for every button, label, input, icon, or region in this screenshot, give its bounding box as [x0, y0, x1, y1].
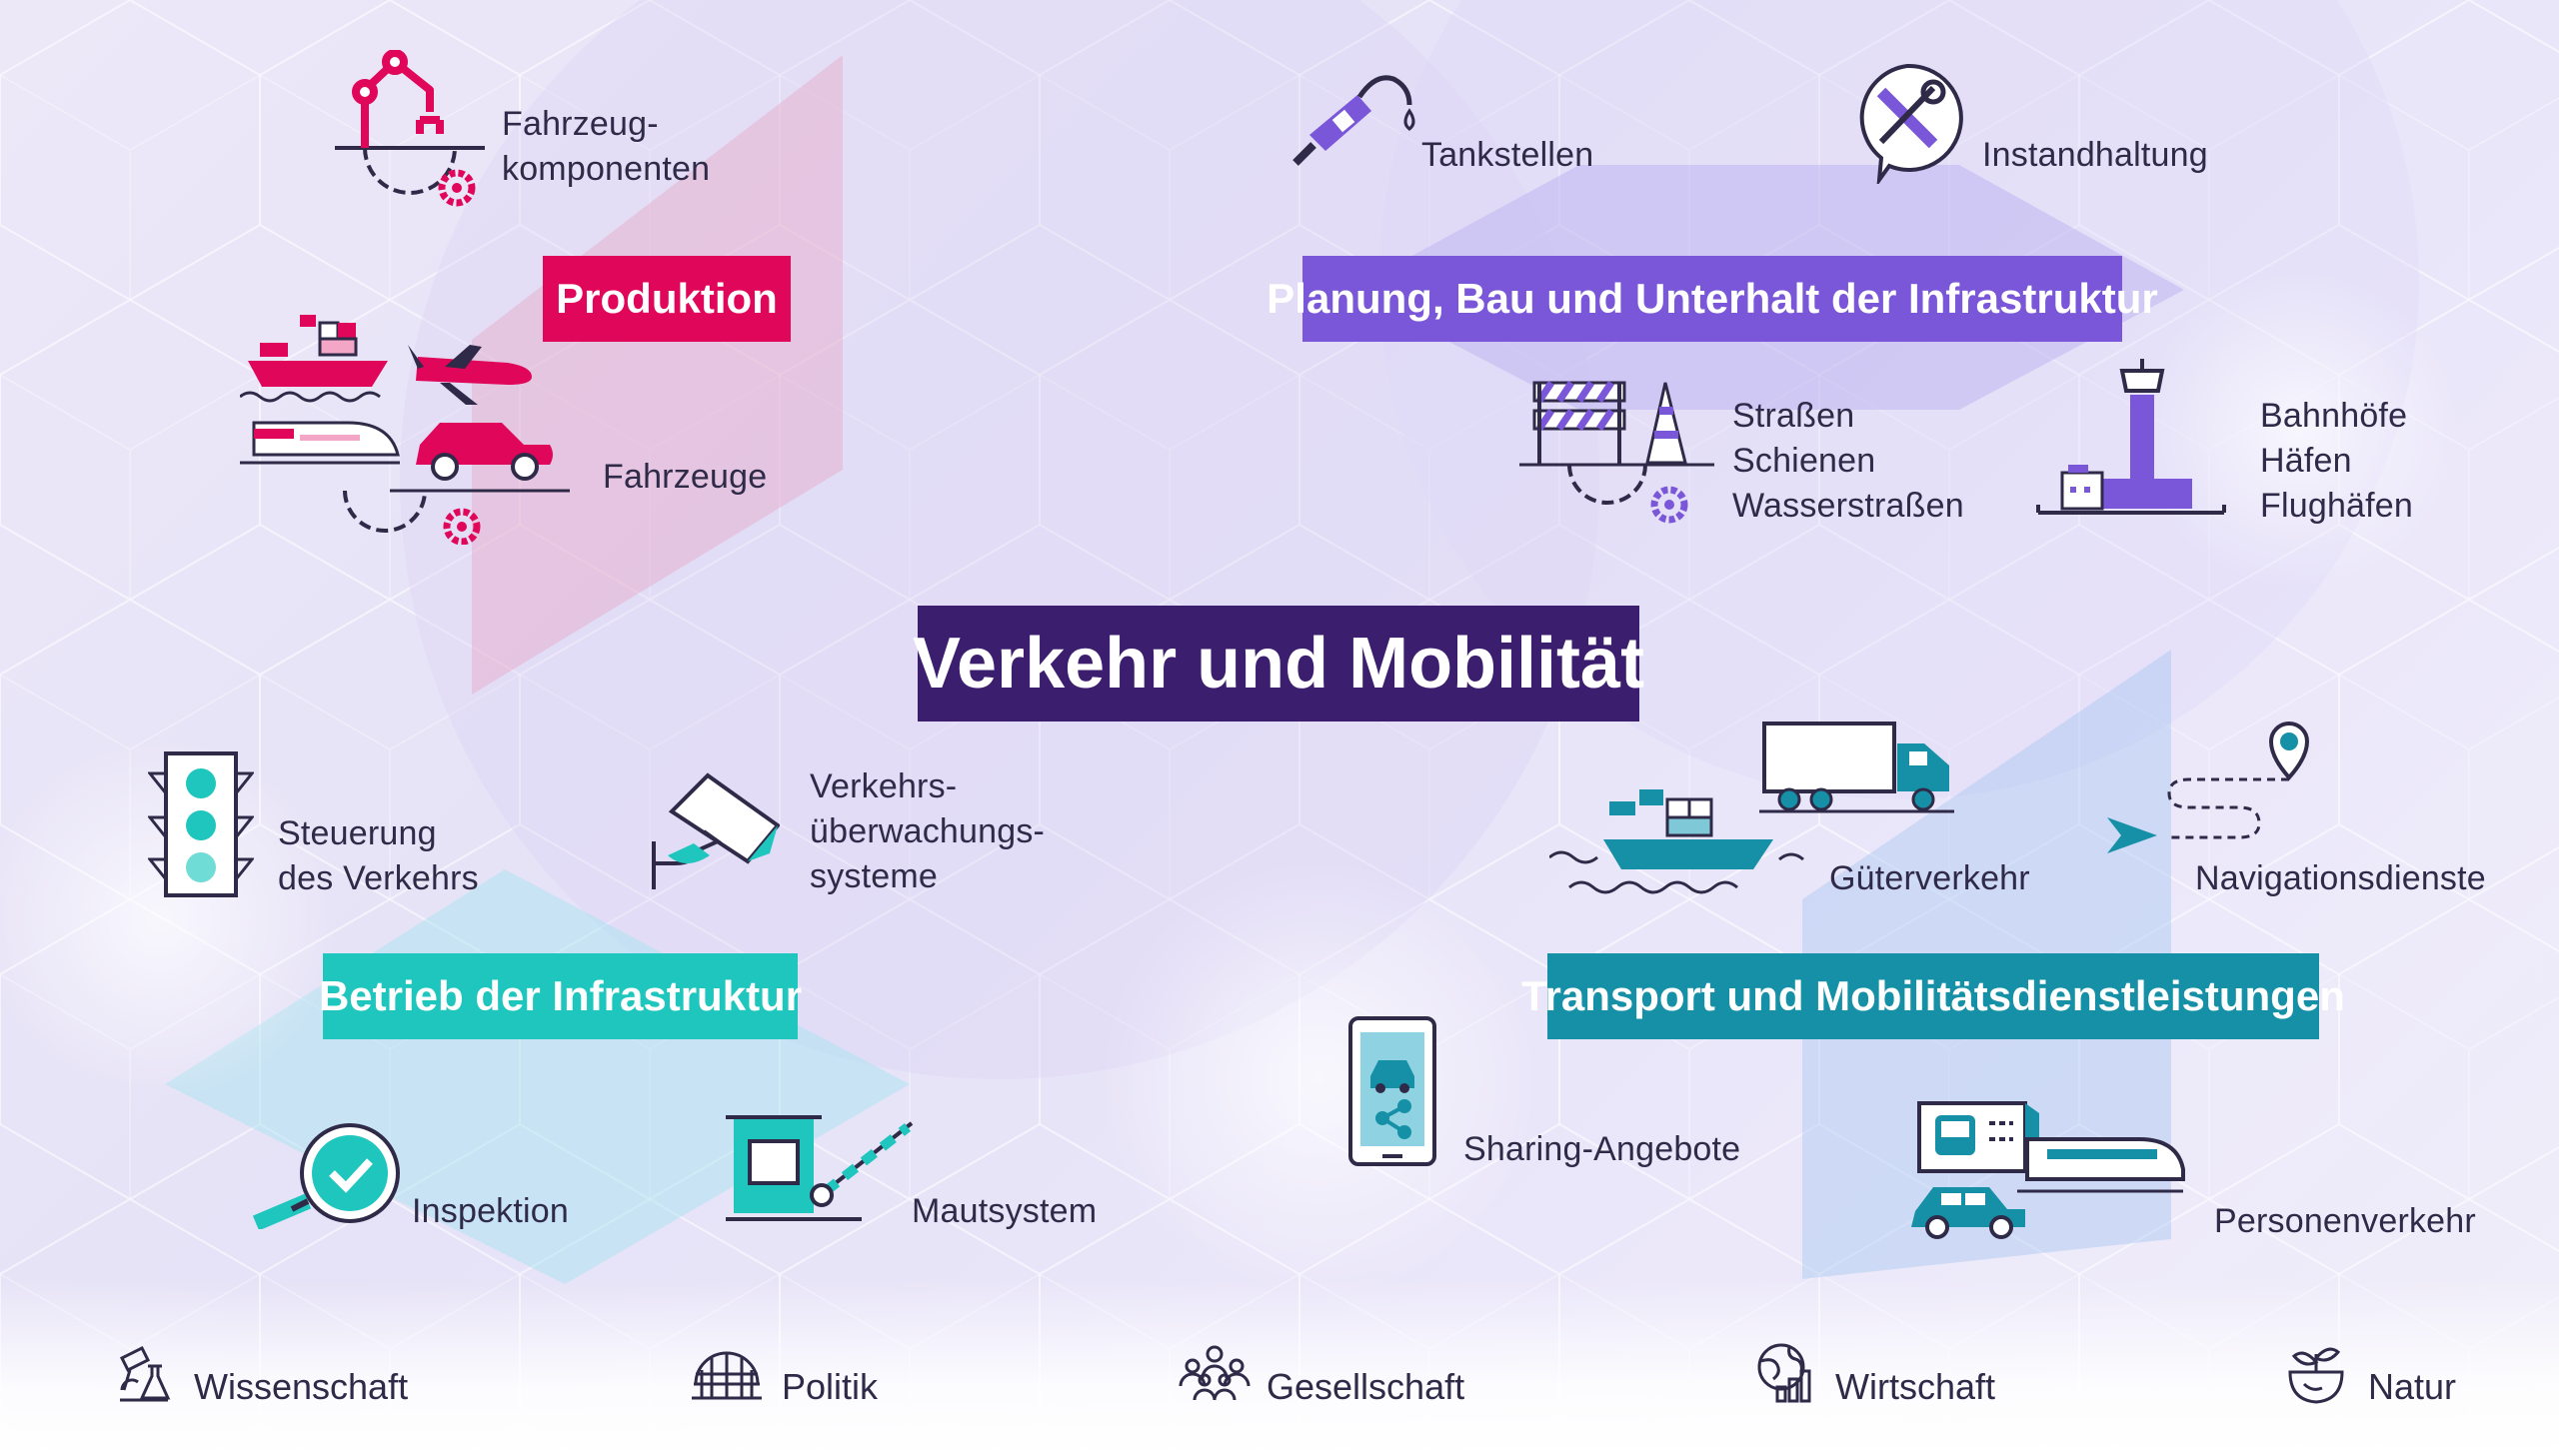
footer-label-science: Wissenschaft: [194, 1366, 409, 1407]
smartphone-sharing-icon: [1348, 1016, 1436, 1166]
science-icon: [119, 1345, 171, 1402]
politics-icon: [692, 1351, 762, 1400]
label-vehicles: Fahrzeuge: [603, 458, 768, 496]
label-stations: Bahnhöfe Häfen Flughäfen: [2260, 397, 2414, 525]
fuel-pump-icon: [1292, 75, 1415, 166]
toll-booth-icon: [726, 1115, 914, 1221]
traffic-light-icon: [148, 751, 254, 897]
category-transport: Transport und Mobilitätsdienstleistungen: [1521, 953, 2345, 1039]
category-operation: Betrieb der Infrastruktur: [319, 953, 802, 1039]
wrench-screwdriver-icon: [1859, 63, 1963, 184]
footer-label-nature: Natur: [2368, 1366, 2457, 1407]
label-sharing: Sharing-Angebote: [1463, 1130, 1741, 1168]
nature-icon: [2288, 1347, 2344, 1404]
robot-arm-icon: [335, 50, 485, 207]
label-freight: Güterverkehr: [1829, 859, 2030, 897]
vehicles-icon: [240, 315, 570, 545]
passenger-transport-icon: [1911, 1101, 2185, 1239]
footer-label-politics: Politik: [782, 1366, 879, 1407]
society-icon: [1179, 1345, 1251, 1401]
surveillance-camera-icon: [652, 772, 780, 889]
label-roads: Straßen Schienen Wasserstraßen: [1732, 397, 1964, 525]
label-maintenance: Instandhaltung: [1982, 136, 2208, 174]
navigation-route-icon: [2107, 721, 2310, 853]
airport-tower-icon: [2036, 359, 2226, 515]
category-production: Produktion: [543, 256, 791, 342]
magnifier-check-icon: [252, 1123, 400, 1229]
freight-truck-ship-icon: [1549, 722, 1954, 894]
label-navigation: Navigationsdienste: [2195, 859, 2486, 897]
label-toll: Mautsystem: [912, 1192, 1098, 1230]
label-passenger: Personenverkehr: [2214, 1202, 2476, 1240]
footer-label-economy: Wirtschaft: [1835, 1366, 1996, 1407]
economy-icon: [1757, 1343, 1811, 1403]
road-barrier-icon: [1519, 381, 1714, 524]
label-gas-stations: Tankstellen: [1421, 136, 1594, 174]
label-traffic-control: Steuerung des Verkehrs: [278, 814, 479, 897]
footer-background: [0, 1279, 2559, 1456]
label-vehicle-components: Fahrzeug- komponenten: [502, 105, 711, 188]
category-planning: Planung, Bau und Unterhalt der Infrastru…: [1267, 256, 2158, 342]
footer-label-society: Gesellschaft: [1267, 1366, 1465, 1407]
label-surveillance: Verkehrs- überwachungs- systeme: [810, 767, 1046, 895]
label-inspection: Inspektion: [412, 1192, 569, 1230]
main-title: Verkehr und Mobilität: [913, 606, 1644, 722]
